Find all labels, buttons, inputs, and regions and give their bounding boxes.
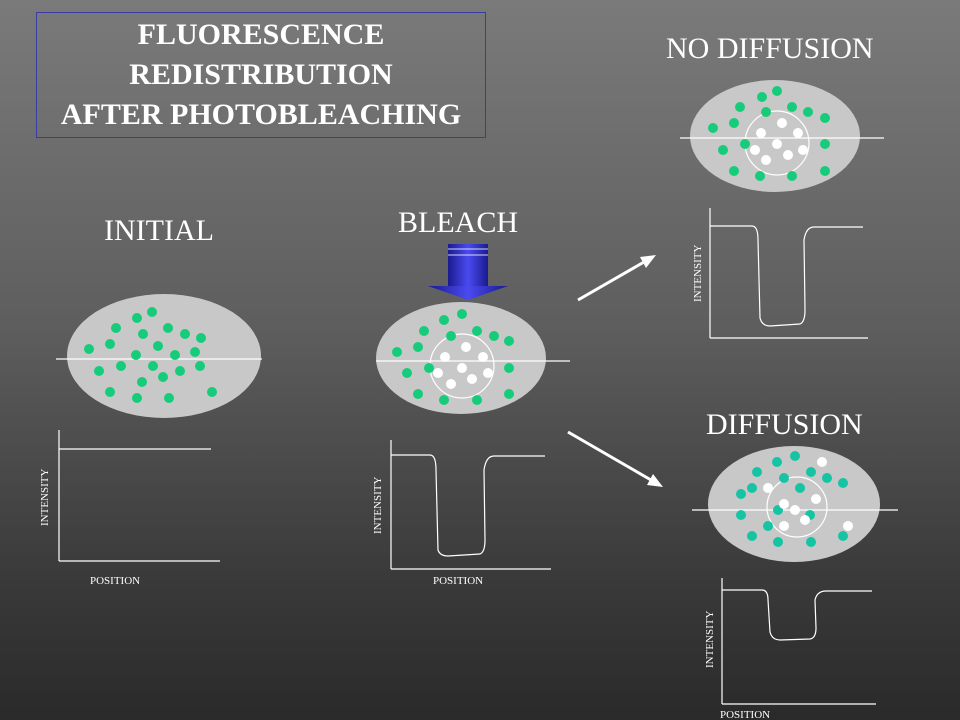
fluorescent-dots (84, 307, 217, 403)
intensity-profile (722, 589, 872, 641)
cell-body (690, 80, 860, 192)
x-axis-label: POSITION (90, 575, 140, 587)
bleached-dots (433, 342, 493, 389)
no-diffusion-label: NO DIFFUSION (666, 32, 874, 65)
bleach-label: BLEACH (398, 206, 518, 239)
y-axis-label: INTENSITY (372, 477, 384, 534)
intensity-profile (391, 454, 545, 557)
bleach-arrow-head (428, 286, 508, 300)
cell-body (67, 294, 261, 418)
fluorescent-dots (392, 309, 514, 405)
diffusion-intensity-graph: INTENSITY POSITION (704, 578, 876, 720)
fluorescent-dots (708, 86, 830, 181)
title-line-1: FLUORESCENCE (137, 18, 385, 51)
y-axis-label: INTENSITY (692, 245, 704, 302)
title-box: FLUORESCENCE REDISTRIBUTION AFTER PHOTOB… (36, 12, 486, 138)
cell-body (376, 302, 546, 414)
bleach-arrow (428, 244, 508, 300)
title-line-3: AFTER PHOTOBLEACHING (60, 98, 462, 131)
initial-intensity-graph: INTENSITY POSITION (39, 430, 220, 587)
no-diffusion-intensity-graph: INTENSITY (692, 208, 868, 339)
fluorescent-dots (736, 451, 848, 547)
y-axis-label: INTENSITY (704, 611, 716, 668)
x-axis-label: POSITION (433, 575, 483, 587)
bleached-region (766, 476, 828, 538)
intensity-profile (710, 225, 863, 327)
initial-label: INITIAL (104, 214, 214, 247)
cell-body (708, 446, 880, 562)
diffusion-cell (692, 446, 898, 562)
x-axis-label: POSITION (720, 709, 770, 720)
arrow-to-diffusion (567, 430, 663, 487)
y-axis-label: INTENSITY (39, 469, 51, 526)
bleach-intensity-graph: INTENSITY POSITION (372, 440, 551, 587)
initial-cell (56, 294, 262, 418)
bleached-dots (750, 118, 808, 165)
title-line-2: REDISTRIBUTION (129, 58, 393, 91)
diffusion-label: DIFFUSION (706, 408, 863, 441)
bleach-arrow-shaft (448, 244, 488, 286)
partially-recovered-dots (763, 457, 853, 531)
bleach-cell (376, 302, 570, 414)
arrow-to-no-diffusion (577, 255, 656, 302)
no-diffusion-cell (680, 80, 884, 192)
